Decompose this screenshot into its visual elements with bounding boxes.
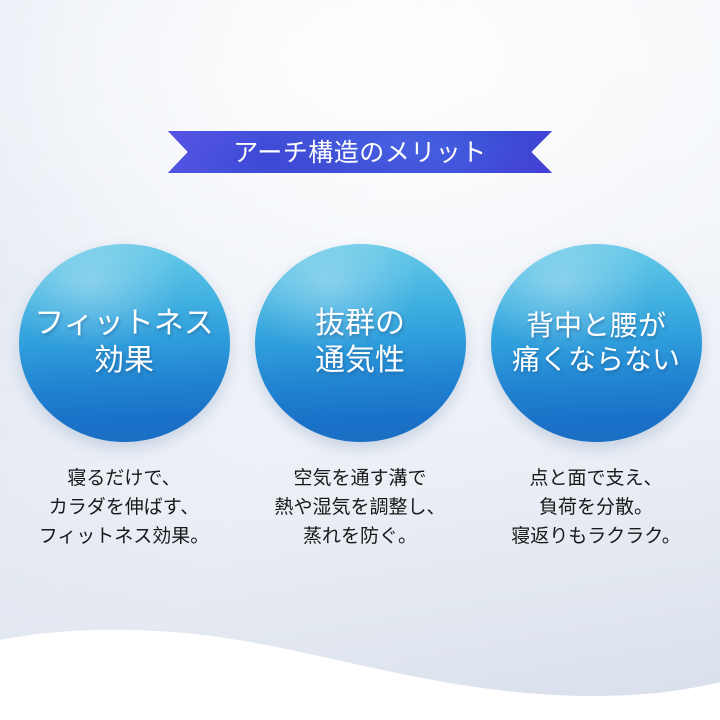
banner-container: アーチ構造のメリット (0, 131, 720, 173)
ribbon-banner: アーチ構造のメリット (168, 131, 552, 173)
feature-circle-back-support: 背中と腰が 痛くならない (490, 244, 702, 442)
feature-caption: 点と面で支え、 負荷を分散。 寝返りもラクラク。 (511, 467, 681, 547)
feature-caption: 寝るだけで、 カラダを伸ばす、 フィットネス効果。 (38, 467, 210, 547)
feature-caption: 空気を通す溝で 熱や湿気を調整し、 蒸れを防ぐ。 (274, 467, 446, 547)
feature-item-back-support: 背中と腰が 痛くならない 点と面で支え、 負荷を分散。 寝返りもラクラク。 (484, 244, 708, 551)
feature-item-breathability: 抜群の 通気性 空気を通す溝で 熱や湿気を調整し、 蒸れを防ぐ。 (248, 244, 472, 551)
feature-circle-label: 背中と腰が 痛くならない (511, 308, 680, 376)
banner-title: アーチ構造のメリット (233, 137, 487, 167)
feature-circle-label: 抜群の 通気性 (315, 306, 405, 378)
feature-circle-label: フィットネス 効果 (34, 306, 214, 378)
feature-item-fitness: フィットネス 効果 寝るだけで、 カラダを伸ばす、 フィットネス効果。 (12, 244, 236, 551)
bottom-wave-decoration (0, 629, 720, 720)
feature-circle-breathability: 抜群の 通気性 (254, 244, 466, 442)
feature-circle-fitness: フィットネス 効果 (18, 244, 230, 442)
feature-list: フィットネス 効果 寝るだけで、 カラダを伸ばす、 フィットネス効果。 抜群の … (0, 244, 720, 551)
